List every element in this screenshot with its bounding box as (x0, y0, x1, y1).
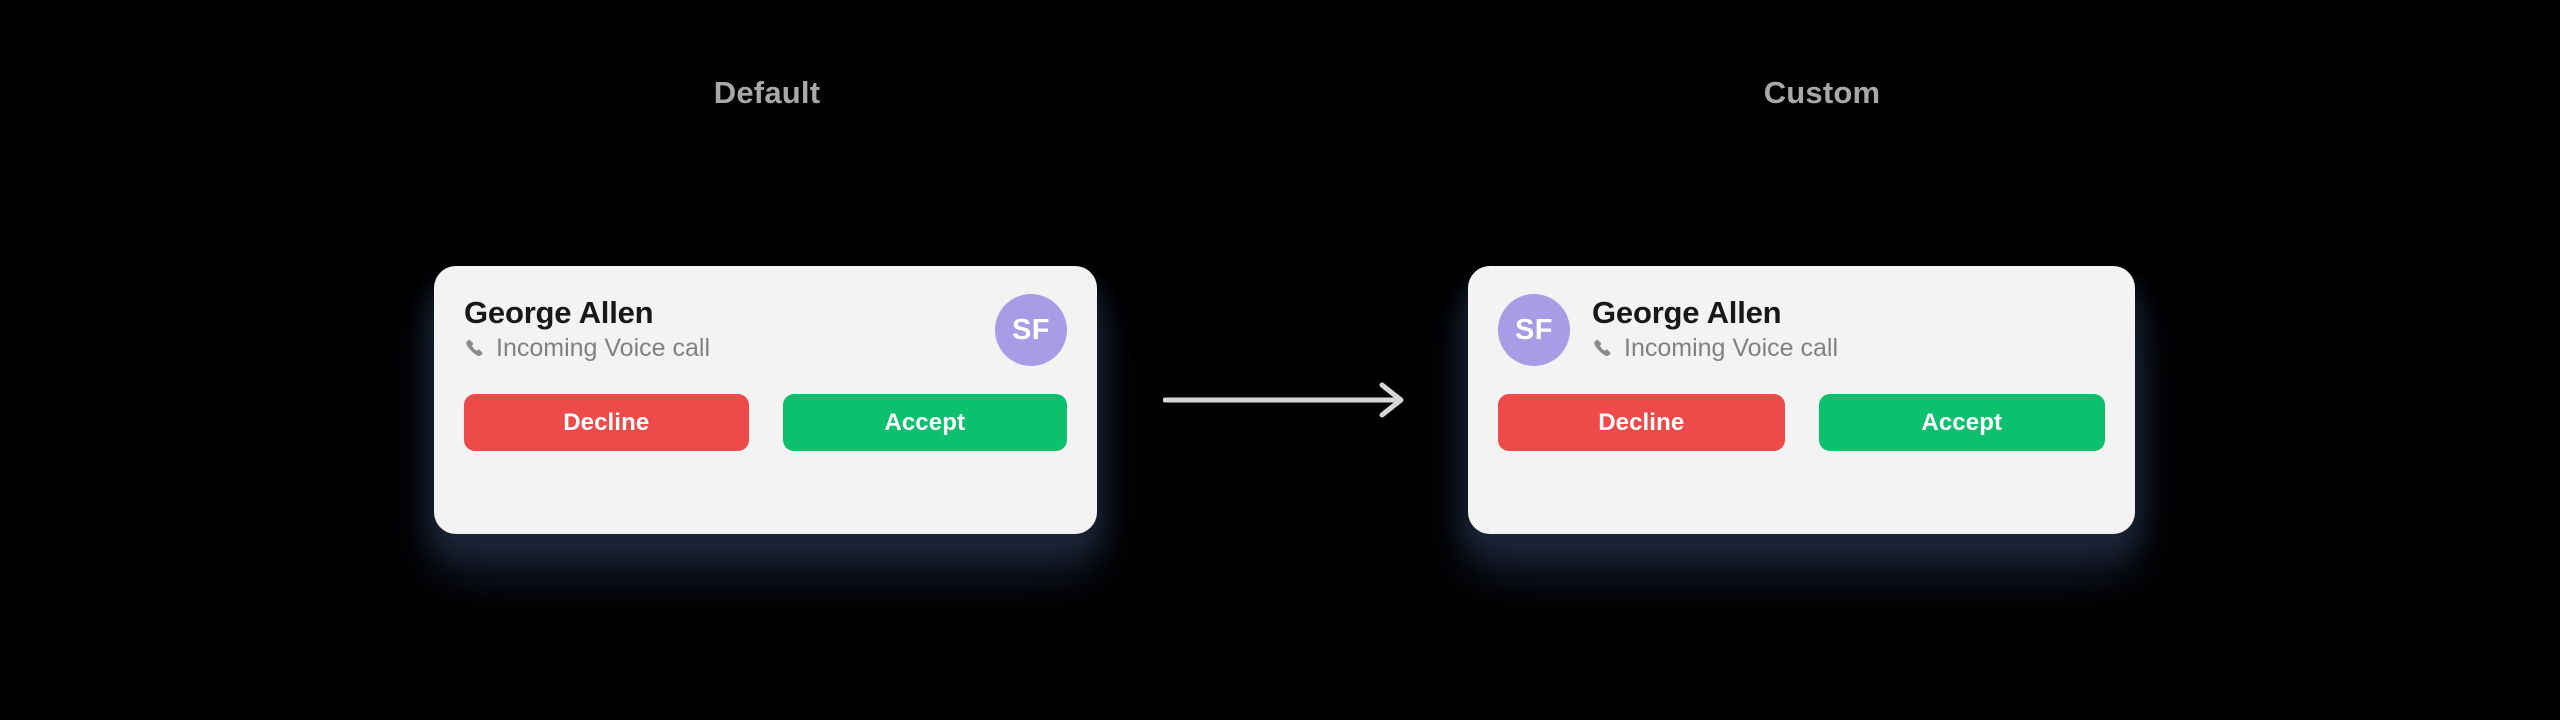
notification-text-block: George Allen Incoming Voice call (1592, 297, 1838, 362)
notification-card-default[interactable]: George Allen Incoming Voice call SF Decl… (434, 266, 1097, 534)
notification-actions: Decline Accept (1498, 394, 2105, 451)
notification-card-custom[interactable]: SF George Allen Incoming Voice call Decl… (1468, 266, 2135, 534)
decline-button[interactable]: Decline (1498, 394, 1785, 451)
avatar: SF (995, 294, 1067, 366)
call-status-label: Incoming Voice call (1624, 334, 1839, 363)
avatar: SF (1498, 294, 1570, 366)
accept-button[interactable]: Accept (782, 394, 1067, 451)
decline-button[interactable]: Decline (464, 394, 749, 451)
call-status-row: Incoming Voice call (464, 335, 710, 363)
call-status-label: Incoming Voice call (496, 334, 711, 363)
call-status-row: Incoming Voice call (1592, 335, 1838, 363)
phone-icon (464, 337, 487, 360)
arrow-right-icon (1163, 380, 1409, 420)
column-title-default: Default (713, 75, 821, 110)
column-title-custom: Custom (1763, 75, 1881, 110)
caller-name: George Allen (464, 295, 654, 331)
notification-header: George Allen Incoming Voice call SF (464, 294, 1067, 366)
notification-header: SF George Allen Incoming Voice call (1498, 294, 2105, 366)
notification-actions: Decline Accept (464, 394, 1067, 451)
caller-name: George Allen (1592, 295, 1782, 331)
accept-button[interactable]: Accept (1818, 394, 2105, 451)
phone-icon (1592, 337, 1615, 360)
notification-text-block: George Allen Incoming Voice call (464, 297, 710, 362)
